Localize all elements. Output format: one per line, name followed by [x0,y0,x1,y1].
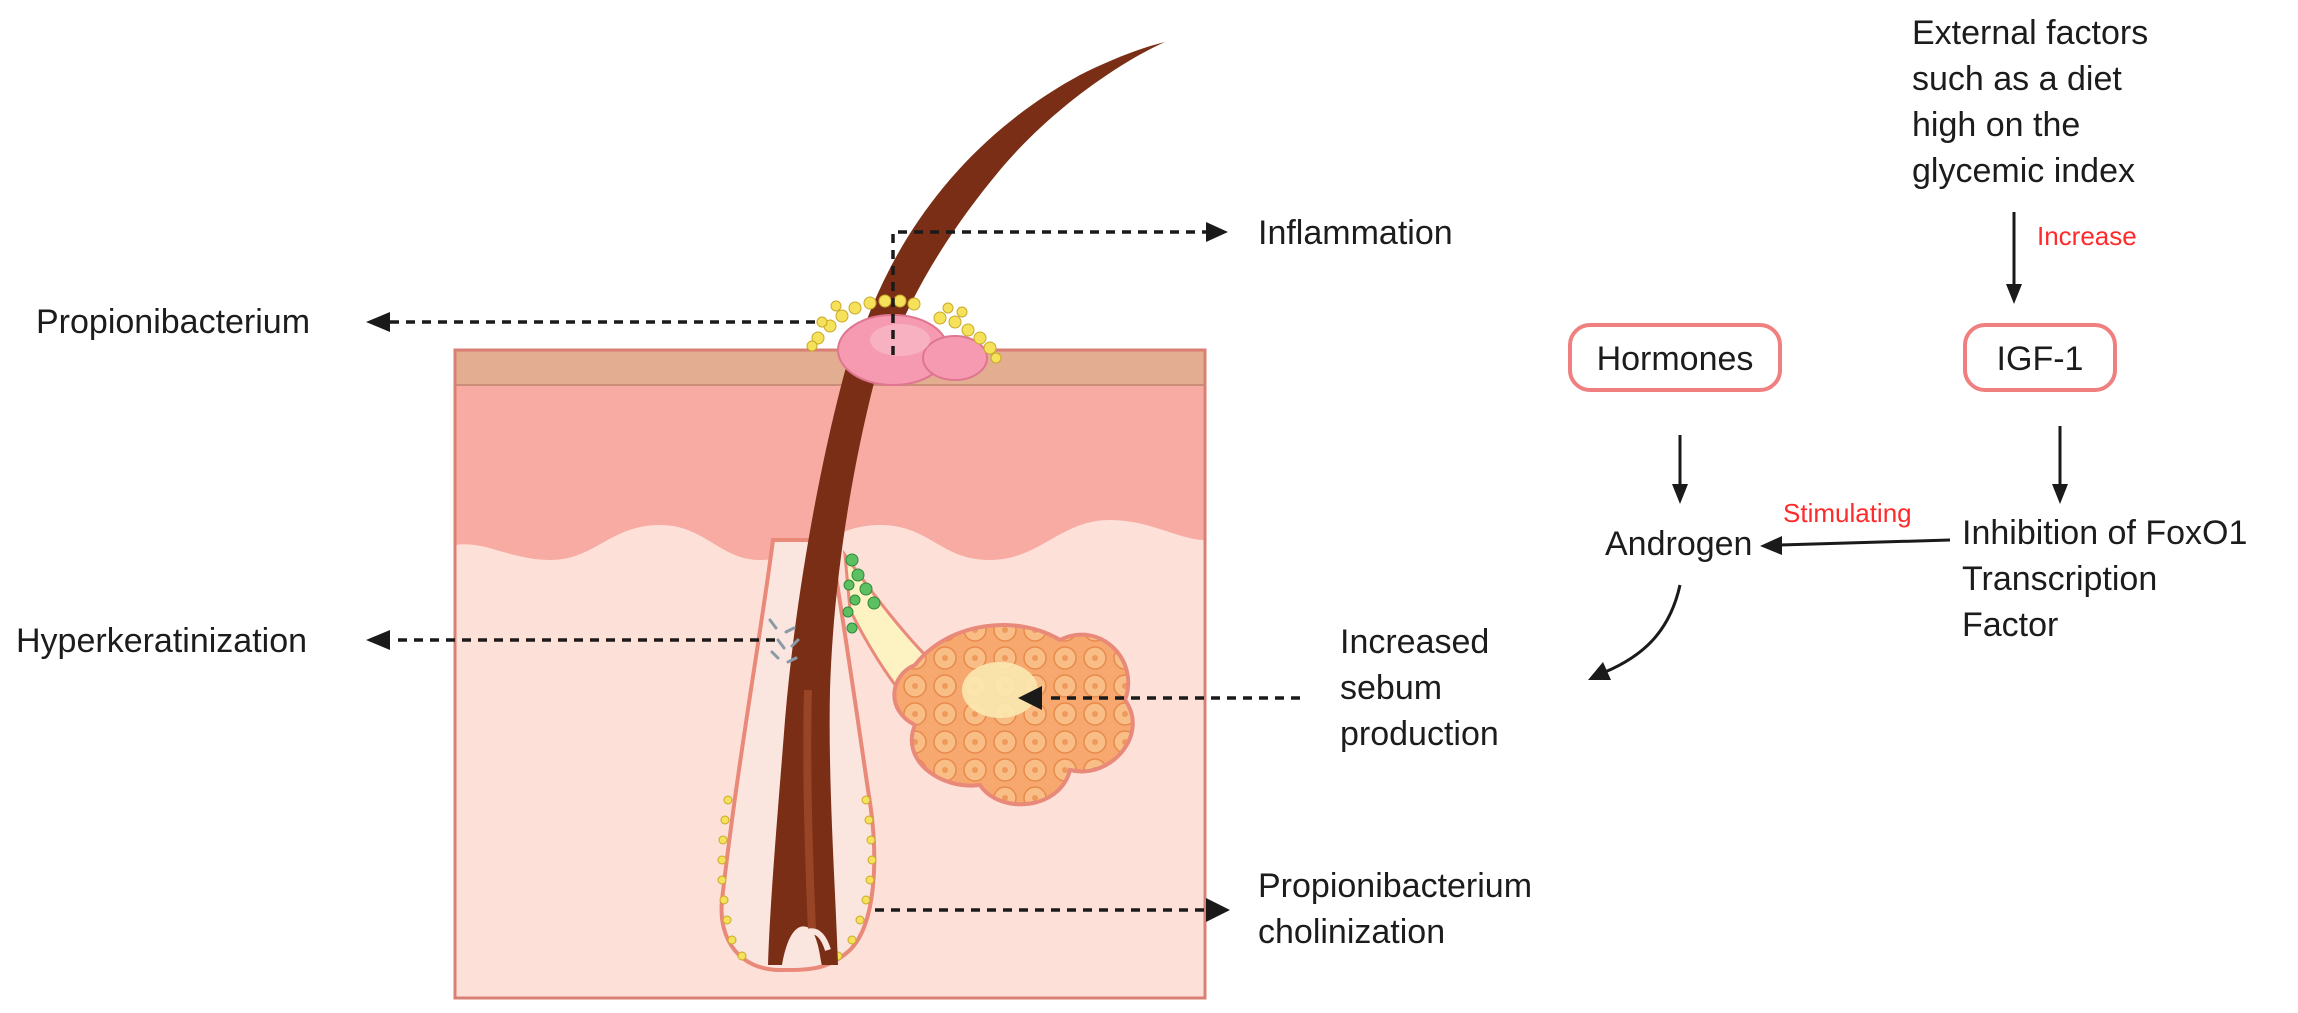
hormones-box [1568,323,1782,392]
sebum-label-line3: production [1340,715,1499,753]
external-factors-line3: high on the [1912,106,2080,144]
igf1-box [1963,323,2117,392]
increase-arrowhead [2006,284,2022,304]
increase-label: Increase [2037,221,2137,251]
keratin-clumps [842,553,881,634]
stimulating-label: Stimulating [1783,498,1912,528]
colonization-arrowhead [1206,898,1230,922]
external-factors-line4: glycemic index [1912,152,2135,190]
foxo1-line1: Inhibition of FoxO1 [1962,514,2247,552]
external-factors-line2: such as a diet [1912,60,2122,98]
colonization-label-line2: cholinization [1258,913,1445,951]
hyperkeratinization-arrowhead [366,630,390,650]
sebum-arrowhead [1018,686,1042,710]
hyperkeratinization-bits [768,618,800,664]
colonization-label-line1: Propionibacterium [1258,867,1532,905]
hyperkeratinization-label: Hyperkeratinization [16,622,307,660]
skin-cross-section [455,350,1205,998]
inflammation-label: Inflammation [1258,214,1453,252]
hormones-label: Hormones [1597,340,1754,378]
propionibacterium-arrowhead [366,312,390,332]
sebum-label-line2: sebum [1340,669,1442,707]
follicle-bacteria [717,795,877,961]
epidermis-top [455,350,1205,385]
surface-bacteria [806,294,1002,364]
androgen-to-sebum-arrow [1604,584,1682,674]
propionibacterium-label: Propionibacterium [36,303,310,341]
external-factors-line1: External factors [1912,14,2148,52]
inflammation-connector [891,230,1208,355]
foxo1-line2: Transcription [1962,560,2157,598]
hormones-to-androgen-arrowhead [1672,484,1688,504]
stimulating-arrowhead [1760,536,1782,555]
stimulating-arrow [1779,538,1951,547]
androgen-to-sebum-arrowhead [1588,662,1611,680]
inflammation-arrowhead [1206,222,1228,242]
igf1-to-foxo1-arrowhead [2052,484,2068,504]
hair-shaft [768,360,880,965]
sebum-label-line1: Increased [1340,623,1489,661]
igf1-label: IGF-1 [1997,340,2084,378]
foxo1-line3: Factor [1962,606,2058,644]
androgen-label: Androgen [1605,525,1752,563]
